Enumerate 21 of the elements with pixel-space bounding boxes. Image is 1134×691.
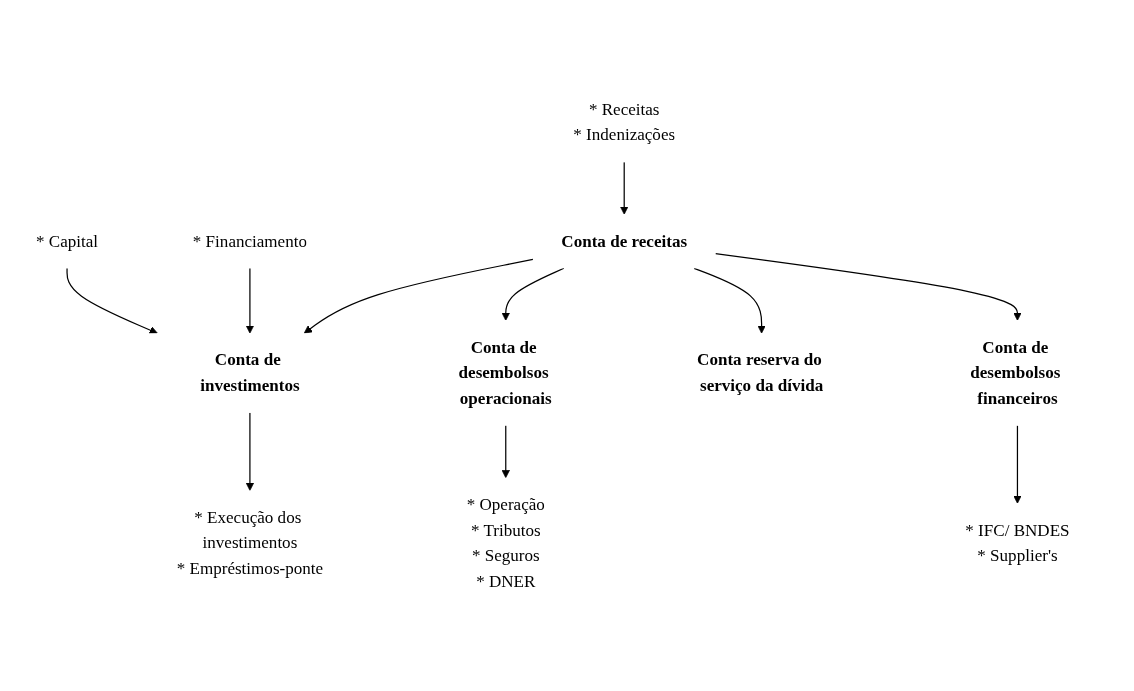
arrow bbox=[245, 267, 255, 334]
arrow bbox=[693, 267, 766, 334]
node-text: Conta de receitas bbox=[561, 231, 688, 251]
node-text: Conta de investimentos bbox=[200, 350, 300, 395]
node-text: * Financiamento bbox=[192, 231, 307, 251]
arrow bbox=[245, 412, 255, 491]
node-text: * Capital bbox=[36, 231, 99, 251]
node-text: * Receitas * Indenizações bbox=[573, 99, 676, 145]
arrow bbox=[714, 252, 1022, 321]
node-text: * Operação * Tributos * Seguros * DNER bbox=[466, 494, 545, 591]
arrow bbox=[501, 267, 565, 321]
arrow bbox=[501, 424, 510, 479]
node-text: Conta de desembolsos financeiros bbox=[970, 337, 1061, 408]
arrow bbox=[303, 258, 534, 334]
arrow bbox=[66, 267, 158, 335]
arrow bbox=[620, 161, 629, 215]
node-text: * Execução dos investimentos * Empréstimos-ponte bbox=[176, 507, 324, 578]
arrow bbox=[1013, 424, 1022, 504]
node-text: Conta reserva do serviço da dívida bbox=[697, 350, 824, 395]
node-text: Conta de desembolsos operacionais bbox=[458, 337, 552, 408]
node-text: * IFC/ BNDES * Supplier's bbox=[965, 520, 1070, 565]
